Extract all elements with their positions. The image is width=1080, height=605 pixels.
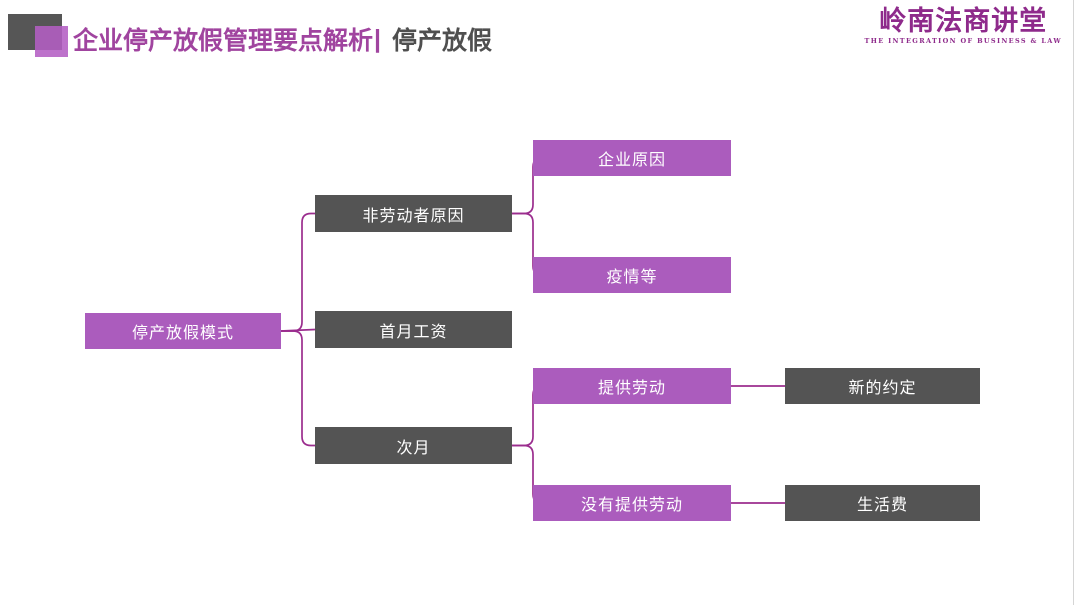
page-title-sub: 停产放假 [392,27,493,55]
decor-square-purple-icon [35,26,68,57]
brand-logo: 岭南法商讲堂 THE INTEGRATION OF BUSINESS & LAW [865,8,1062,45]
diagram-node-label: 首月工资 [379,323,448,341]
brand-name: 岭南法商讲堂 [879,6,1048,37]
diagram-node-n_nonlab[interactable]: 非劳动者原因 [315,195,512,232]
connector-root-to-n_first [280,328,316,332]
diagram-node-label: 新的约定 [848,380,917,397]
diagram-node-n_ent[interactable]: 企业原因 [533,140,731,176]
diagram-node-n_work[interactable]: 提供劳动 [533,368,731,404]
diagram-node-label: 次月 [396,439,431,457]
diagram-node-label: 生活费 [856,497,908,514]
diagram-node-n_living[interactable]: 生活费 [785,485,980,521]
connector-root-to-n_next [281,330,315,447]
diagram-node-n_epi[interactable]: 疫情等 [533,257,731,293]
page-title-main: 企业停产放假管理要点解析 [73,27,374,55]
diagram-node-n_next[interactable]: 次月 [315,427,512,464]
page-title: 企业停产放假管理要点解析 | 停产放假 [73,20,492,58]
diagram-node-n_nowork[interactable]: 没有提供劳动 [533,485,731,521]
diagram-node-n_agree[interactable]: 新的约定 [785,368,980,404]
diagram-node-label: 提供劳动 [597,380,666,397]
diagram-node-label: 企业原因 [597,152,666,169]
diagram-node-label: 疫情等 [606,269,658,286]
page-title-separator: | [374,24,382,53]
connector-root-to-n_nonlab [281,212,315,332]
diagram-node-label: 停产放假模式 [131,325,234,342]
slide-right-edge-line [1073,0,1074,605]
diagram-node-label: 非劳动者原因 [362,207,465,225]
diagram-node-label: 没有提供劳动 [580,497,683,514]
diagram-node-root[interactable]: 停产放假模式 [85,313,281,349]
brand-tagline: THE INTEGRATION OF BUSINESS & LAW [864,37,1062,45]
diagram-node-n_first[interactable]: 首月工资 [315,311,512,348]
